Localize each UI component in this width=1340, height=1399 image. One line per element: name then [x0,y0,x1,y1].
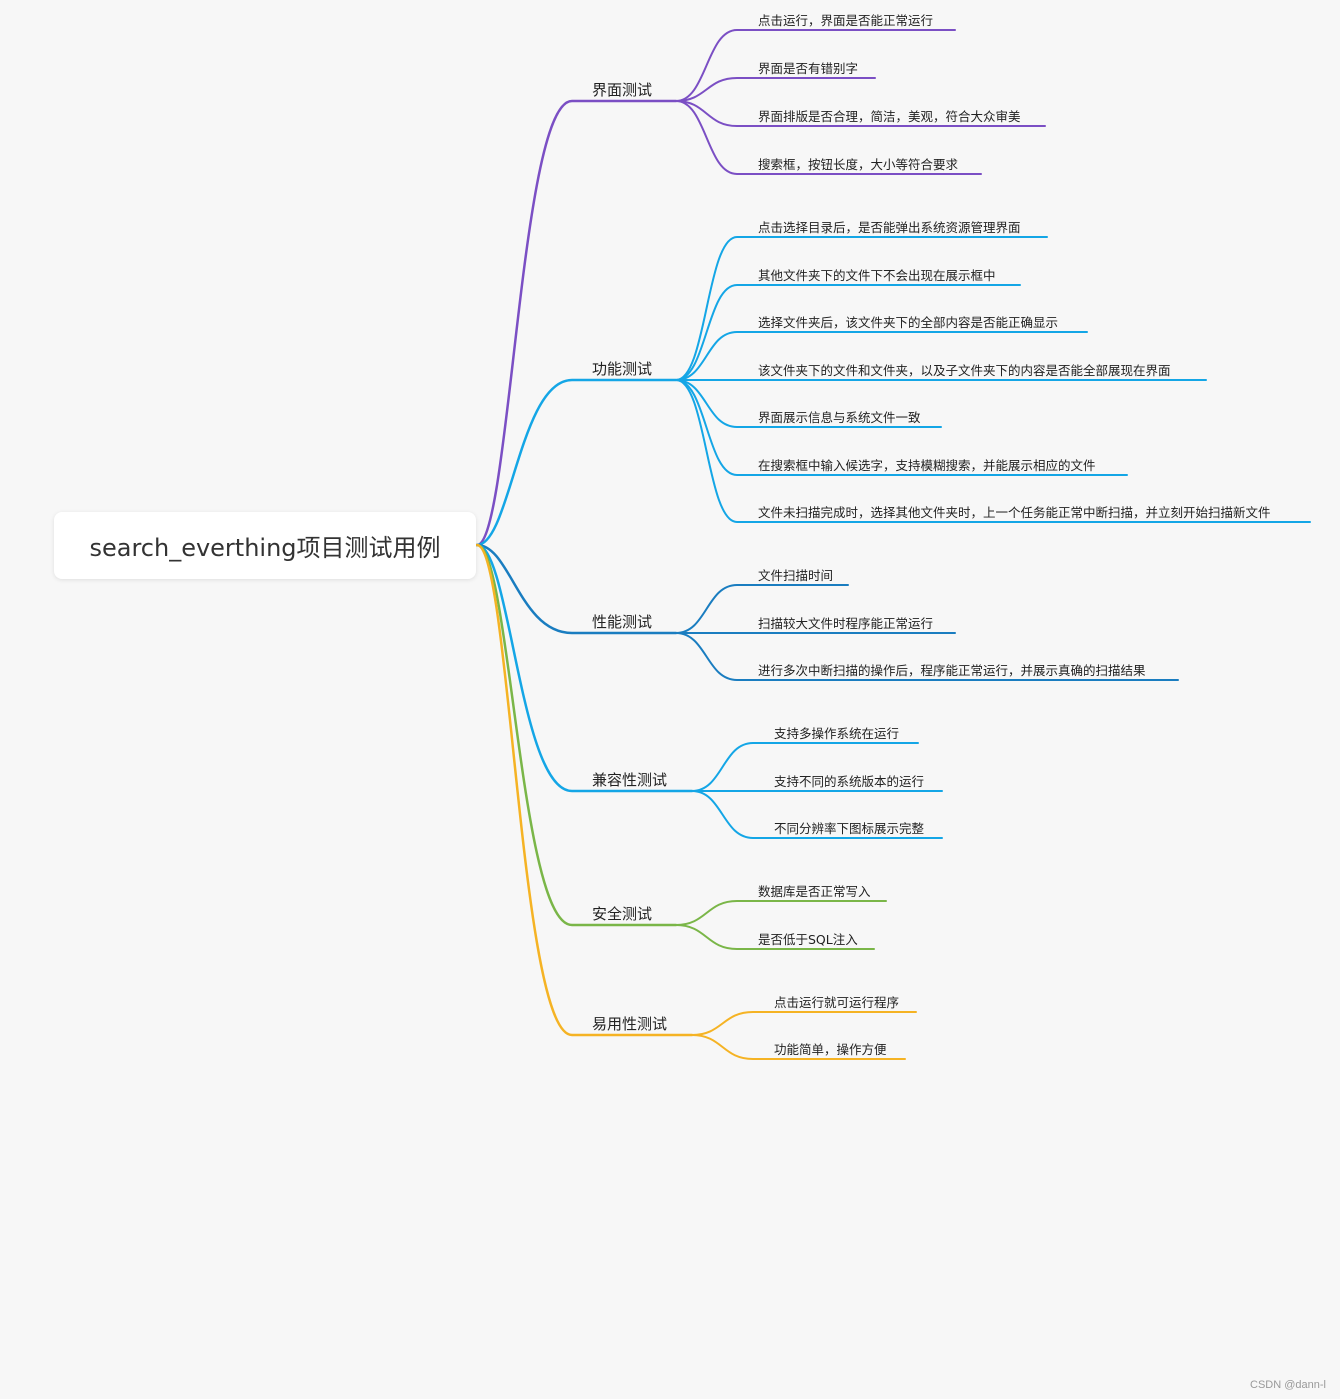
leaf-connector [691,790,943,839]
leaf-node-label[interactable]: 不同分辨率下图标展示完整 [774,821,925,836]
branch-connector [475,543,678,635]
leaf-connector [675,900,887,926]
leaf-node-label[interactable]: 文件未扫描完成时，选择其他文件夹时，上一个任务能正常中断扫描，并立刻开始扫描新文… [758,505,1271,520]
watermark: CSDN @dann-l [1250,1379,1326,1391]
leaf-node-label[interactable]: 功能简单，操作方便 [774,1042,887,1057]
branch-node-label[interactable]: 功能测试 [592,360,653,378]
leaf-connector [675,632,1179,681]
leaf-node-label[interactable]: 点击运行就可运行程序 [774,995,900,1010]
branch-node-label[interactable]: 易用性测试 [592,1015,668,1033]
branch-node-label[interactable]: 界面测试 [592,81,653,99]
leaf-node-label[interactable]: 支持不同的系统版本的运行 [774,774,925,789]
leaf-node-label[interactable]: 其他文件夹下的文件下不会出现在展示框中 [758,268,996,283]
leaf-connector [675,100,1046,127]
branch-connector [475,543,694,793]
leaf-connector [675,236,1048,381]
leaf-node-label[interactable]: 该文件夹下的文件和文件夹，以及子文件夹下的内容是否能全部展现在界面 [758,363,1171,378]
leaf-node-label[interactable]: 数据库是否正常写入 [758,884,871,899]
leaf-node-label[interactable]: 点击运行，界面是否能正常运行 [758,13,934,28]
leaf-node-label[interactable]: 扫描较大文件时程序能正常运行 [758,616,934,631]
branch-node-label[interactable]: 性能测试 [592,613,653,631]
leaf-node-label[interactable]: 搜索框，按钮长度，大小等符合要求 [758,157,959,172]
branch-connector [475,378,678,547]
branch-node-label[interactable]: 安全测试 [592,905,653,923]
leaf-connector [691,742,919,792]
leaf-connector [675,77,876,102]
leaf-node-label[interactable]: 支持多操作系统在运行 [774,726,900,741]
leaf-connector [691,1011,917,1036]
leaf-node-label[interactable]: 是否低于SQL注入 [758,932,858,947]
leaf-connector [675,584,849,634]
leaf-node-label[interactable]: 界面排版是否合理，简洁，美观，符合大众审美 [758,109,1021,124]
leaf-connector [675,284,1021,381]
branch-node-label[interactable]: 兼容性测试 [592,771,668,789]
leaf-node-label[interactable]: 点击选择目录后，是否能弹出系统资源管理界面 [758,220,1021,235]
branch-connector [475,543,694,1037]
root-node[interactable]: search_everthing项目测试用例 [54,512,476,579]
leaf-node-label[interactable]: 选择文件夹后，该文件夹下的全部内容是否能正确显示 [758,315,1059,330]
branch-connector [475,543,678,927]
leaf-connector [675,379,942,428]
leaf-node-label[interactable]: 在搜索框中输入候选字，支持模糊搜索，并能展示相应的文件 [758,458,1096,473]
leaf-connector [675,924,875,950]
leaf-node-label[interactable]: 界面是否有错别字 [758,61,859,76]
leaf-connector [675,379,1128,476]
root-node-label: search_everthing项目测试用例 [89,534,441,562]
leaf-connector [675,100,982,175]
leaf-connector [675,379,1311,523]
leaf-connector [691,1034,906,1060]
leaf-node-label[interactable]: 进行多次中断扫描的操作后，程序能正常运行，并展示真确的扫描结果 [758,663,1146,678]
branch-connector [475,99,678,547]
leaf-node-label[interactable]: 界面展示信息与系统文件一致 [758,410,921,425]
leaf-node-label[interactable]: 文件扫描时间 [758,568,834,583]
leaf-connector [675,331,1088,381]
leaf-connector [675,29,956,102]
